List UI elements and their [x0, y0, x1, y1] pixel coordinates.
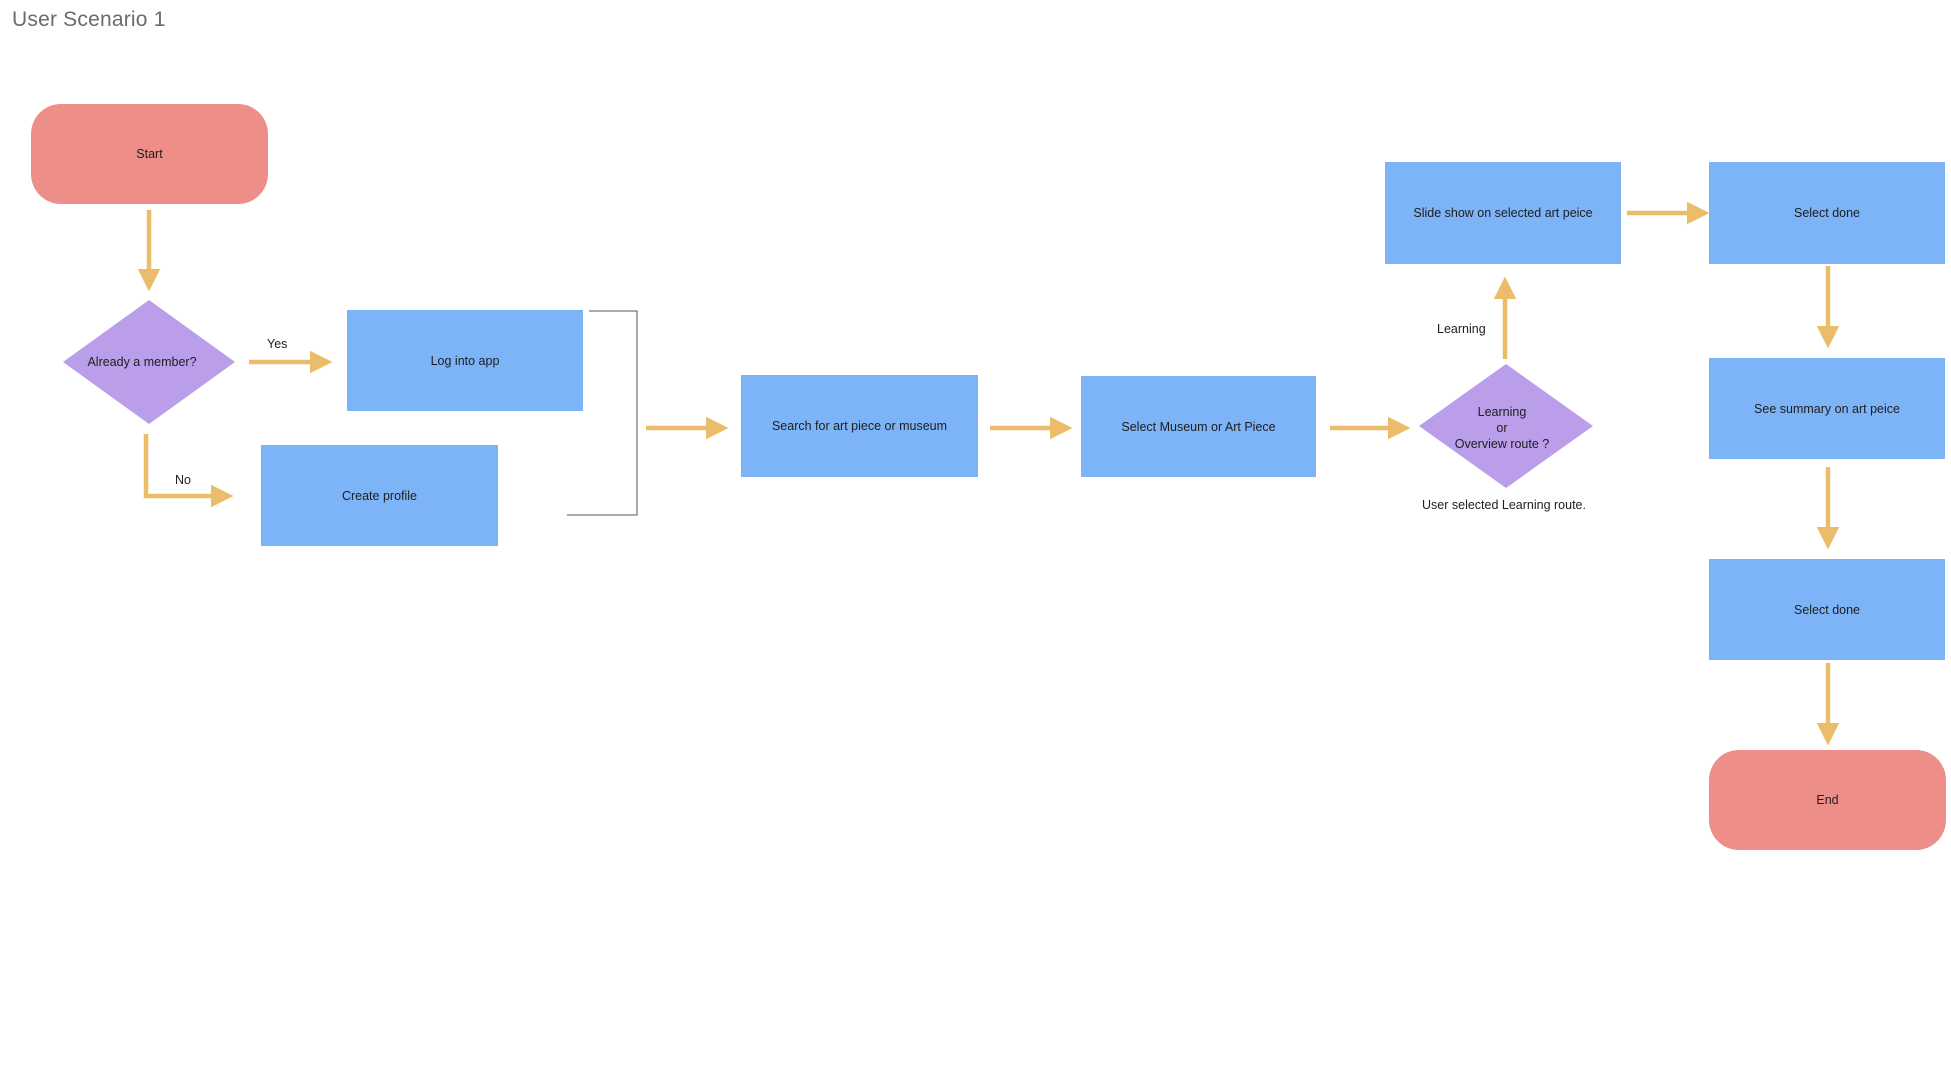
select-done-label-2: Select done [1793, 602, 1861, 617]
log-into-app-node: Log into app [347, 310, 583, 411]
select-museum-label: Select Museum or Art Piece [1121, 419, 1276, 434]
log-into-app-label: Log into app [430, 353, 500, 368]
already-member-decision: Already a member? [63, 300, 235, 424]
merge-bracket [567, 310, 638, 516]
search-label: Search for art piece or museum [771, 419, 948, 433]
edge-label-yes: Yes [267, 337, 288, 351]
diagram-title: User Scenario 1 [12, 8, 166, 31]
edge-label-learning: Learning [1437, 322, 1486, 336]
end-node-label: End [1816, 793, 1839, 807]
slide-show-label: Slide show on selected art peice [1413, 206, 1593, 220]
create-profile-node: Create profile [261, 445, 498, 546]
select-done-node-1: Select done [1709, 162, 1945, 264]
see-summary-node: See summary on art peice [1709, 358, 1945, 459]
select-done-label-1: Select done [1793, 206, 1861, 220]
route-note: User selected Learning route. [1422, 498, 1586, 512]
create-profile-label: Create profile [341, 488, 418, 503]
select-done-node-2: Select done [1709, 559, 1945, 660]
already-member-label: Already a member? [87, 355, 197, 369]
route-decision: Learning or Overview route ? [1419, 364, 1593, 488]
start-node: Start [31, 104, 268, 204]
decision-diamond-shape [63, 300, 235, 424]
edge-label-no: No [175, 473, 191, 487]
end-node: End [1709, 750, 1946, 850]
route-decision-label: Learning or Overview route ? [1454, 405, 1550, 451]
search-node: Search for art piece or museum [741, 375, 978, 477]
see-summary-label: See summary on art peice [1754, 401, 1900, 416]
decision-diamond-shape [1419, 364, 1593, 488]
arrow-no-to-create-profile [143, 434, 234, 508]
select-museum-node: Select Museum or Art Piece [1081, 376, 1316, 477]
start-node-label: Start [136, 147, 163, 161]
slide-show-node: Slide show on selected art peice [1385, 162, 1621, 264]
